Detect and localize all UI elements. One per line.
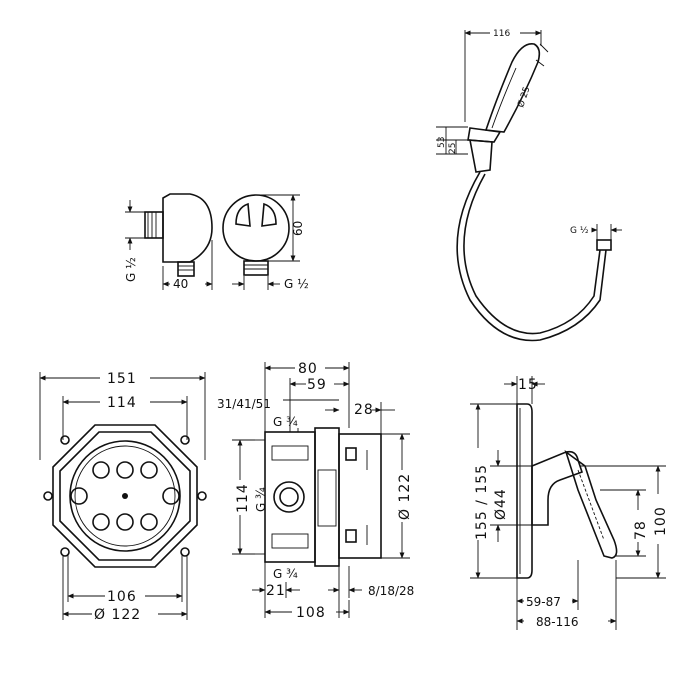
wall-outlet-front-view: 60 G ½: [222, 194, 309, 291]
side-80-label: 80: [298, 361, 318, 377]
handshower-diameter-label: Ø 25: [515, 85, 532, 109]
box-width-106-label: 106: [107, 589, 137, 605]
hose-thread-label: G ½: [570, 226, 589, 236]
installation-box-front: 151 114 106 Ø 122: [39, 371, 207, 623]
mixer-88-116-label: 88-116: [536, 615, 579, 629]
mixer-59-87-label: 59-87: [526, 595, 561, 609]
side-114-label: 114: [235, 483, 251, 513]
mixer-44-label: Ø44: [493, 488, 509, 520]
side-8-18-28-label: 8/18/28: [368, 584, 414, 598]
handshower-53-label: 53: [437, 137, 447, 148]
side-31-41-51-label: 31/41/51: [217, 397, 271, 411]
side-21-label: 21: [266, 583, 286, 599]
side-59-label: 59: [307, 377, 327, 393]
wall-outlet-side-view: G ½ 40: [124, 193, 213, 291]
box-diameter-122-label: Ø 122: [94, 607, 141, 623]
installation-box-side: 80 59 31/41/51 28 G ¾ 114 G ¾ Ø 122 G ¾ …: [217, 361, 414, 621]
side-g34-left-label: G ¾: [254, 487, 268, 512]
box-width-114-label: 114: [107, 395, 137, 411]
outlet-thread-left-label: G ½: [124, 257, 138, 282]
side-g34-top-label: G ¾: [273, 415, 298, 429]
side-diameter-122-label: Ø 122: [397, 473, 413, 520]
mixer-78-label: 78: [633, 520, 649, 540]
side-28-label: 28: [354, 402, 374, 418]
box-width-151-label: 151: [107, 371, 137, 387]
mixer-100-label: 100: [653, 506, 669, 536]
box-mounting-holes: [43, 435, 207, 557]
outlet-height-label: 60: [291, 221, 305, 236]
mixer-155-label: 155 / 155: [474, 464, 490, 540]
handshower-length-label: 116: [493, 29, 510, 39]
side-g34-bottom-label: G ¾: [273, 567, 298, 581]
side-108-label: 108: [296, 605, 326, 621]
handshower-25-label: 25: [448, 143, 458, 154]
outlet-width-label: 40: [173, 277, 188, 291]
outlet-thread-bottom-label: G ½: [284, 277, 309, 291]
mixer-side-view: 15 155 / 155 Ø44 78 100 59-87 88-116: [470, 376, 669, 630]
hand-shower-with-hose: 116 Ø 25 53 25 G ½: [436, 29, 622, 342]
mixer-15-label: 15: [518, 377, 538, 393]
